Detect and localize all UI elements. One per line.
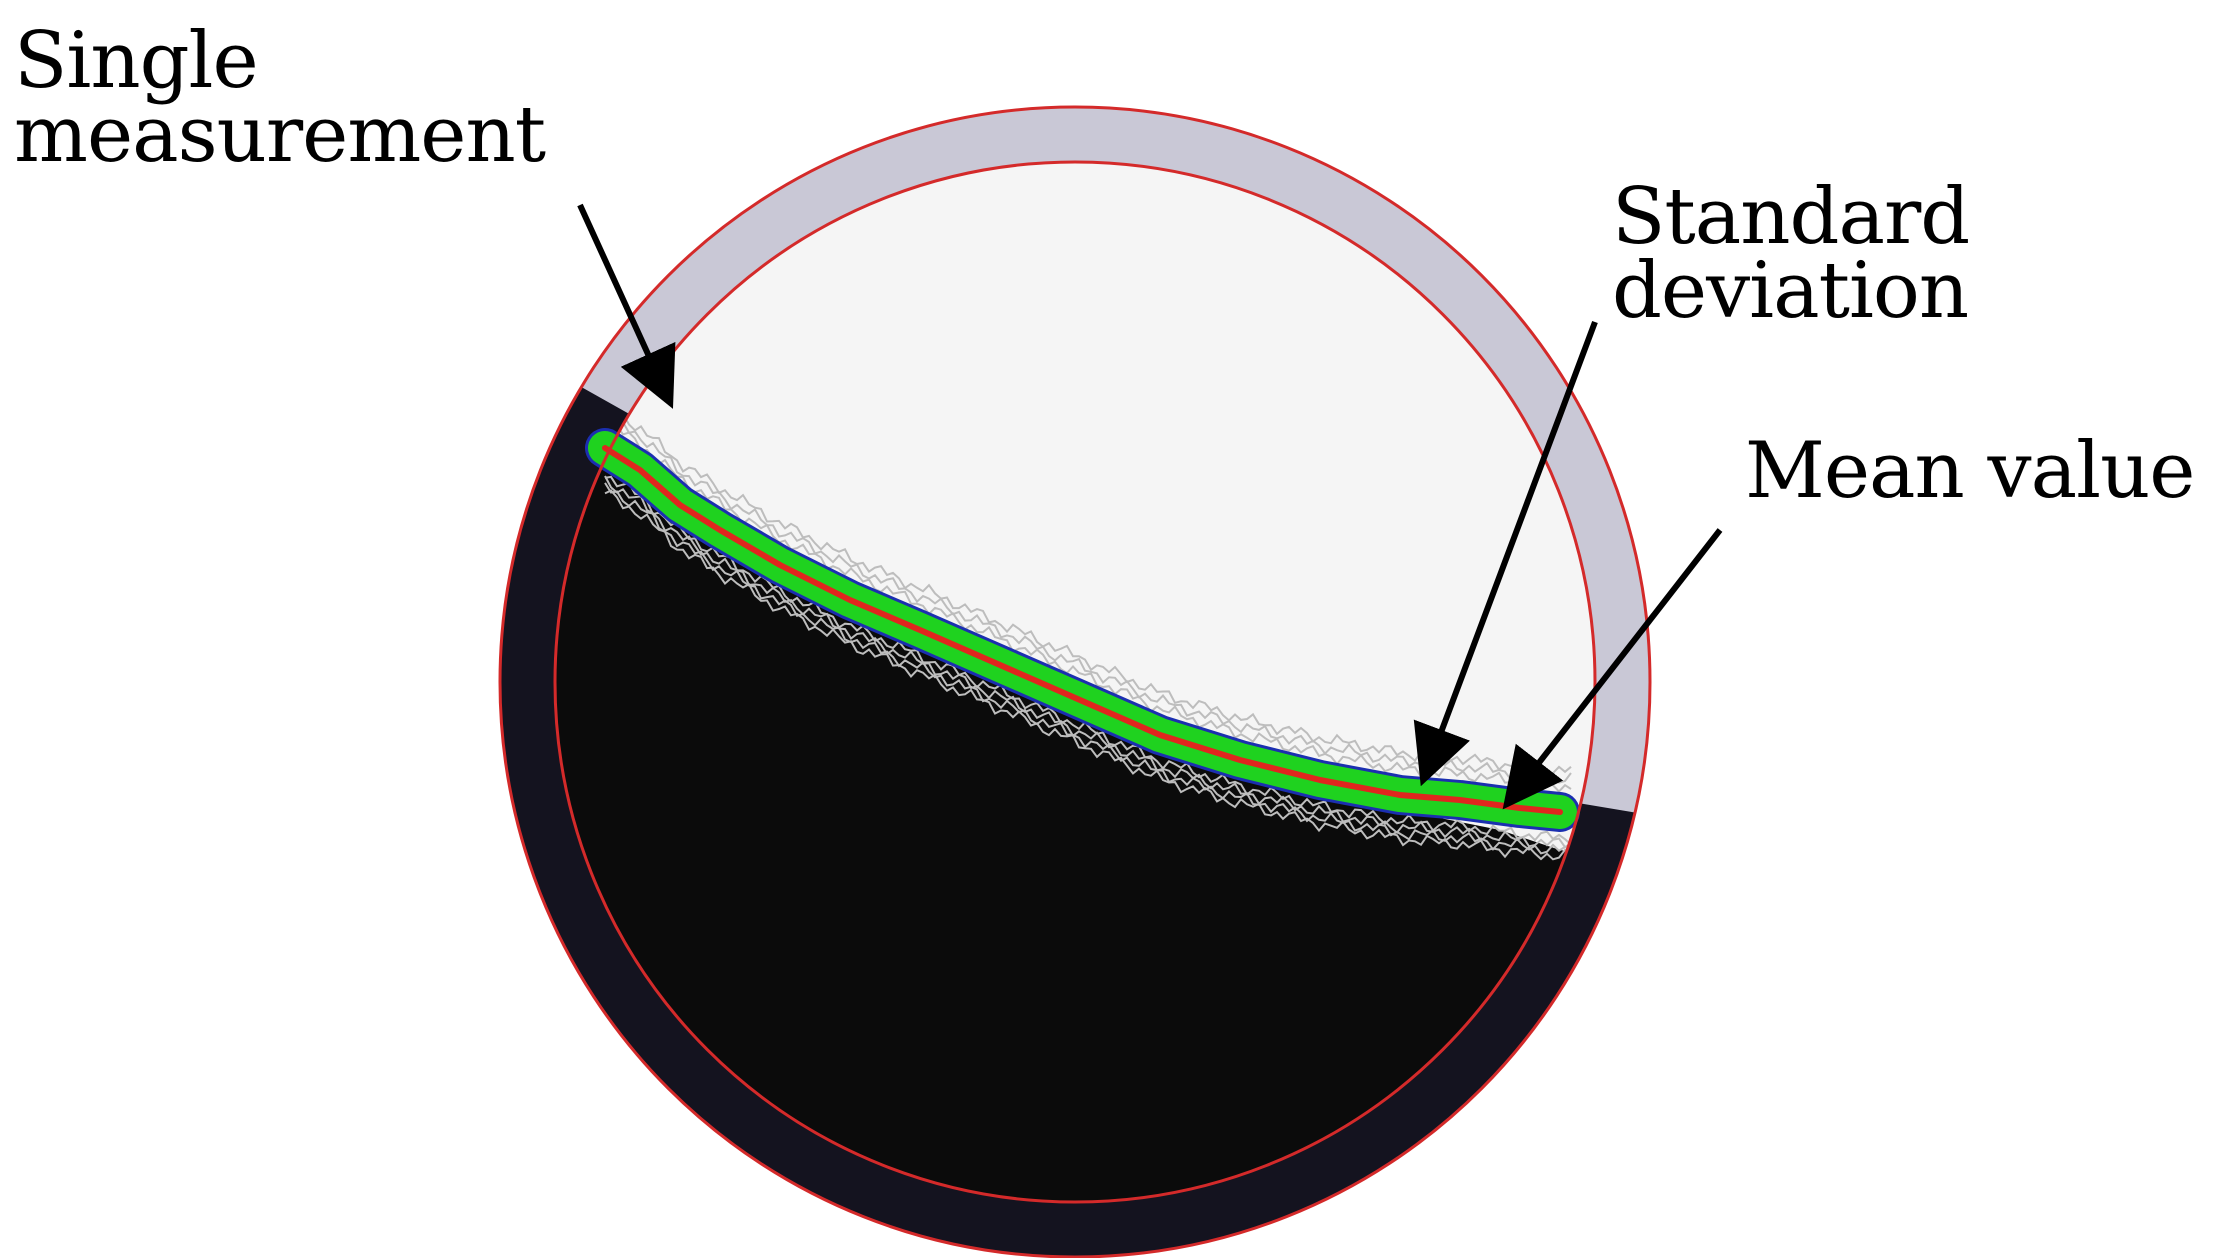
single-measurement-trace (604, 475, 1572, 849)
outer-circle-outline (498, 105, 1652, 1258)
mean-value-label: Mean value (1745, 426, 2195, 516)
inner-dark-region (555, 460, 1595, 1202)
standard-deviation-band (585, 428, 1580, 832)
single-measurement-trace (604, 424, 1572, 793)
single-measurement-trace (604, 482, 1572, 855)
inner-circle-outline (553, 160, 1597, 1204)
mean-value-line (602, 445, 1563, 815)
mean-value-arrow (1502, 528, 1723, 810)
single-measurement-label: Single measurement (14, 16, 546, 180)
single-measurement-trace (604, 489, 1572, 861)
single-measurement-arrow (577, 203, 676, 409)
standard-deviation-arrow (1413, 320, 1598, 787)
single-measurement-trace (604, 411, 1572, 784)
standard-deviation-label: Standard deviation (1612, 172, 1970, 336)
single-measurement-trace (604, 400, 1572, 775)
single-measurement-lines (604, 400, 1572, 861)
